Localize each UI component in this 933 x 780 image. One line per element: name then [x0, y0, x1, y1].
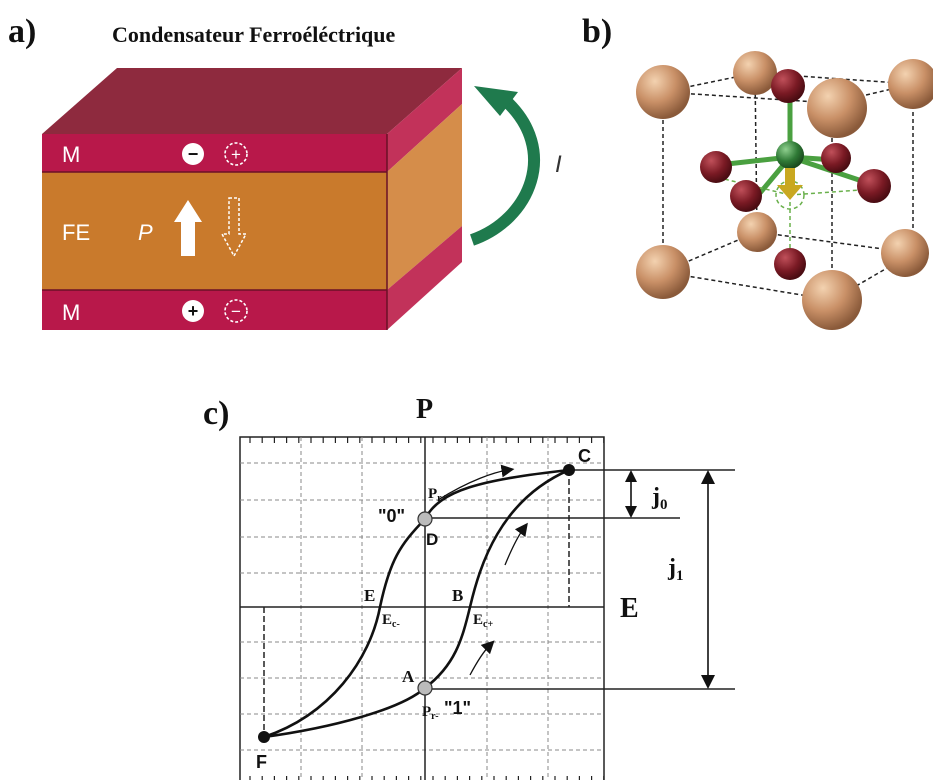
a-site-atom — [881, 229, 929, 277]
current-label: I — [555, 151, 562, 178]
current-arrow-icon — [469, 95, 540, 246]
top-electrode-side — [387, 68, 462, 172]
a-site-atom — [807, 78, 867, 138]
oxygen-atom — [700, 151, 732, 183]
a-site-atom — [636, 65, 690, 119]
panel-b: b) — [582, 13, 933, 330]
point-d-marker — [417, 511, 433, 527]
panel-a-title: Condensateur Ferroéléctrique — [112, 22, 396, 47]
p-axis-label: P — [416, 394, 433, 425]
bottom-electrode-label: M — [62, 300, 80, 325]
bottom-electrode-side — [387, 226, 462, 330]
top-charge-dashed — [224, 142, 248, 166]
a-site-atom — [802, 270, 862, 330]
top-electrode-label: M — [62, 142, 80, 167]
state-zero-label: "0" — [378, 506, 405, 526]
point-c-label: C — [578, 446, 591, 466]
current-arrowhead-icon — [474, 86, 518, 116]
oxygen-atom — [771, 69, 805, 103]
point-a-label: A — [402, 667, 415, 686]
panel-a: a) Condensateur Ferroéléctrique M FE P M… — [8, 13, 562, 330]
point-f-marker — [258, 731, 270, 743]
panel-a-letter: a) — [8, 13, 36, 50]
point-c-marker — [563, 464, 575, 476]
capacitor-top-face — [42, 68, 462, 134]
fe-label: FE — [62, 220, 90, 245]
top-charge-solid-sign: − — [188, 144, 199, 164]
j1-label: j1 — [667, 555, 684, 584]
grid — [240, 437, 604, 780]
polarization-up-arrow-icon — [174, 200, 202, 256]
b-site-atom — [776, 141, 804, 169]
bottom-charge-solid — [182, 300, 204, 322]
ferro-side — [387, 104, 462, 290]
ec-plus-label: Ec+ — [473, 612, 493, 630]
polarization-label: P — [138, 220, 153, 245]
bottom-charge-dashed-sign: − — [231, 302, 241, 321]
a-site-atom — [888, 59, 933, 109]
ferroelectric-layer — [42, 172, 387, 290]
bottom-charge-solid-sign: + — [188, 301, 199, 321]
hysteresis-upper-branch — [263, 468, 570, 739]
bottom-electrode — [42, 290, 387, 330]
pr-minus-label: Pr- — [422, 704, 439, 722]
oxygen-atom — [730, 180, 762, 212]
top-charge-dashed-sign: + — [231, 145, 241, 164]
top-electrode — [42, 134, 387, 172]
oxygen-atom — [774, 248, 806, 280]
e-axis-label: E — [620, 593, 639, 624]
oxygen-atom — [857, 169, 891, 203]
top-charge-solid — [182, 143, 204, 165]
a-site-atom — [733, 51, 777, 95]
point-b-label: B — [452, 586, 463, 605]
tick-marks — [249, 437, 605, 780]
polarization-down-arrow-icon — [220, 197, 248, 258]
hysteresis-lower-branch — [263, 468, 570, 739]
point-f-label: F — [256, 752, 267, 772]
a-site-atom — [737, 212, 777, 252]
state-one-label: "1" — [444, 698, 471, 718]
ec-minus-label: Ec- — [382, 612, 400, 630]
panel-b-letter: b) — [582, 13, 612, 50]
panel-c: c) P E — [203, 394, 735, 780]
point-e-label: E — [364, 586, 375, 605]
panel-c-letter: c) — [203, 395, 229, 432]
pr-plus-label: Pr+ — [428, 486, 448, 504]
displacement-arrow-icon — [777, 168, 803, 200]
oxygen-atom — [821, 143, 851, 173]
j0-label: j0 — [651, 484, 668, 513]
point-d-label: D — [426, 530, 438, 549]
a-site-atom — [636, 245, 690, 299]
plot-frame — [239, 436, 605, 780]
point-a-marker — [417, 680, 433, 696]
bottom-charge-dashed — [224, 299, 248, 323]
